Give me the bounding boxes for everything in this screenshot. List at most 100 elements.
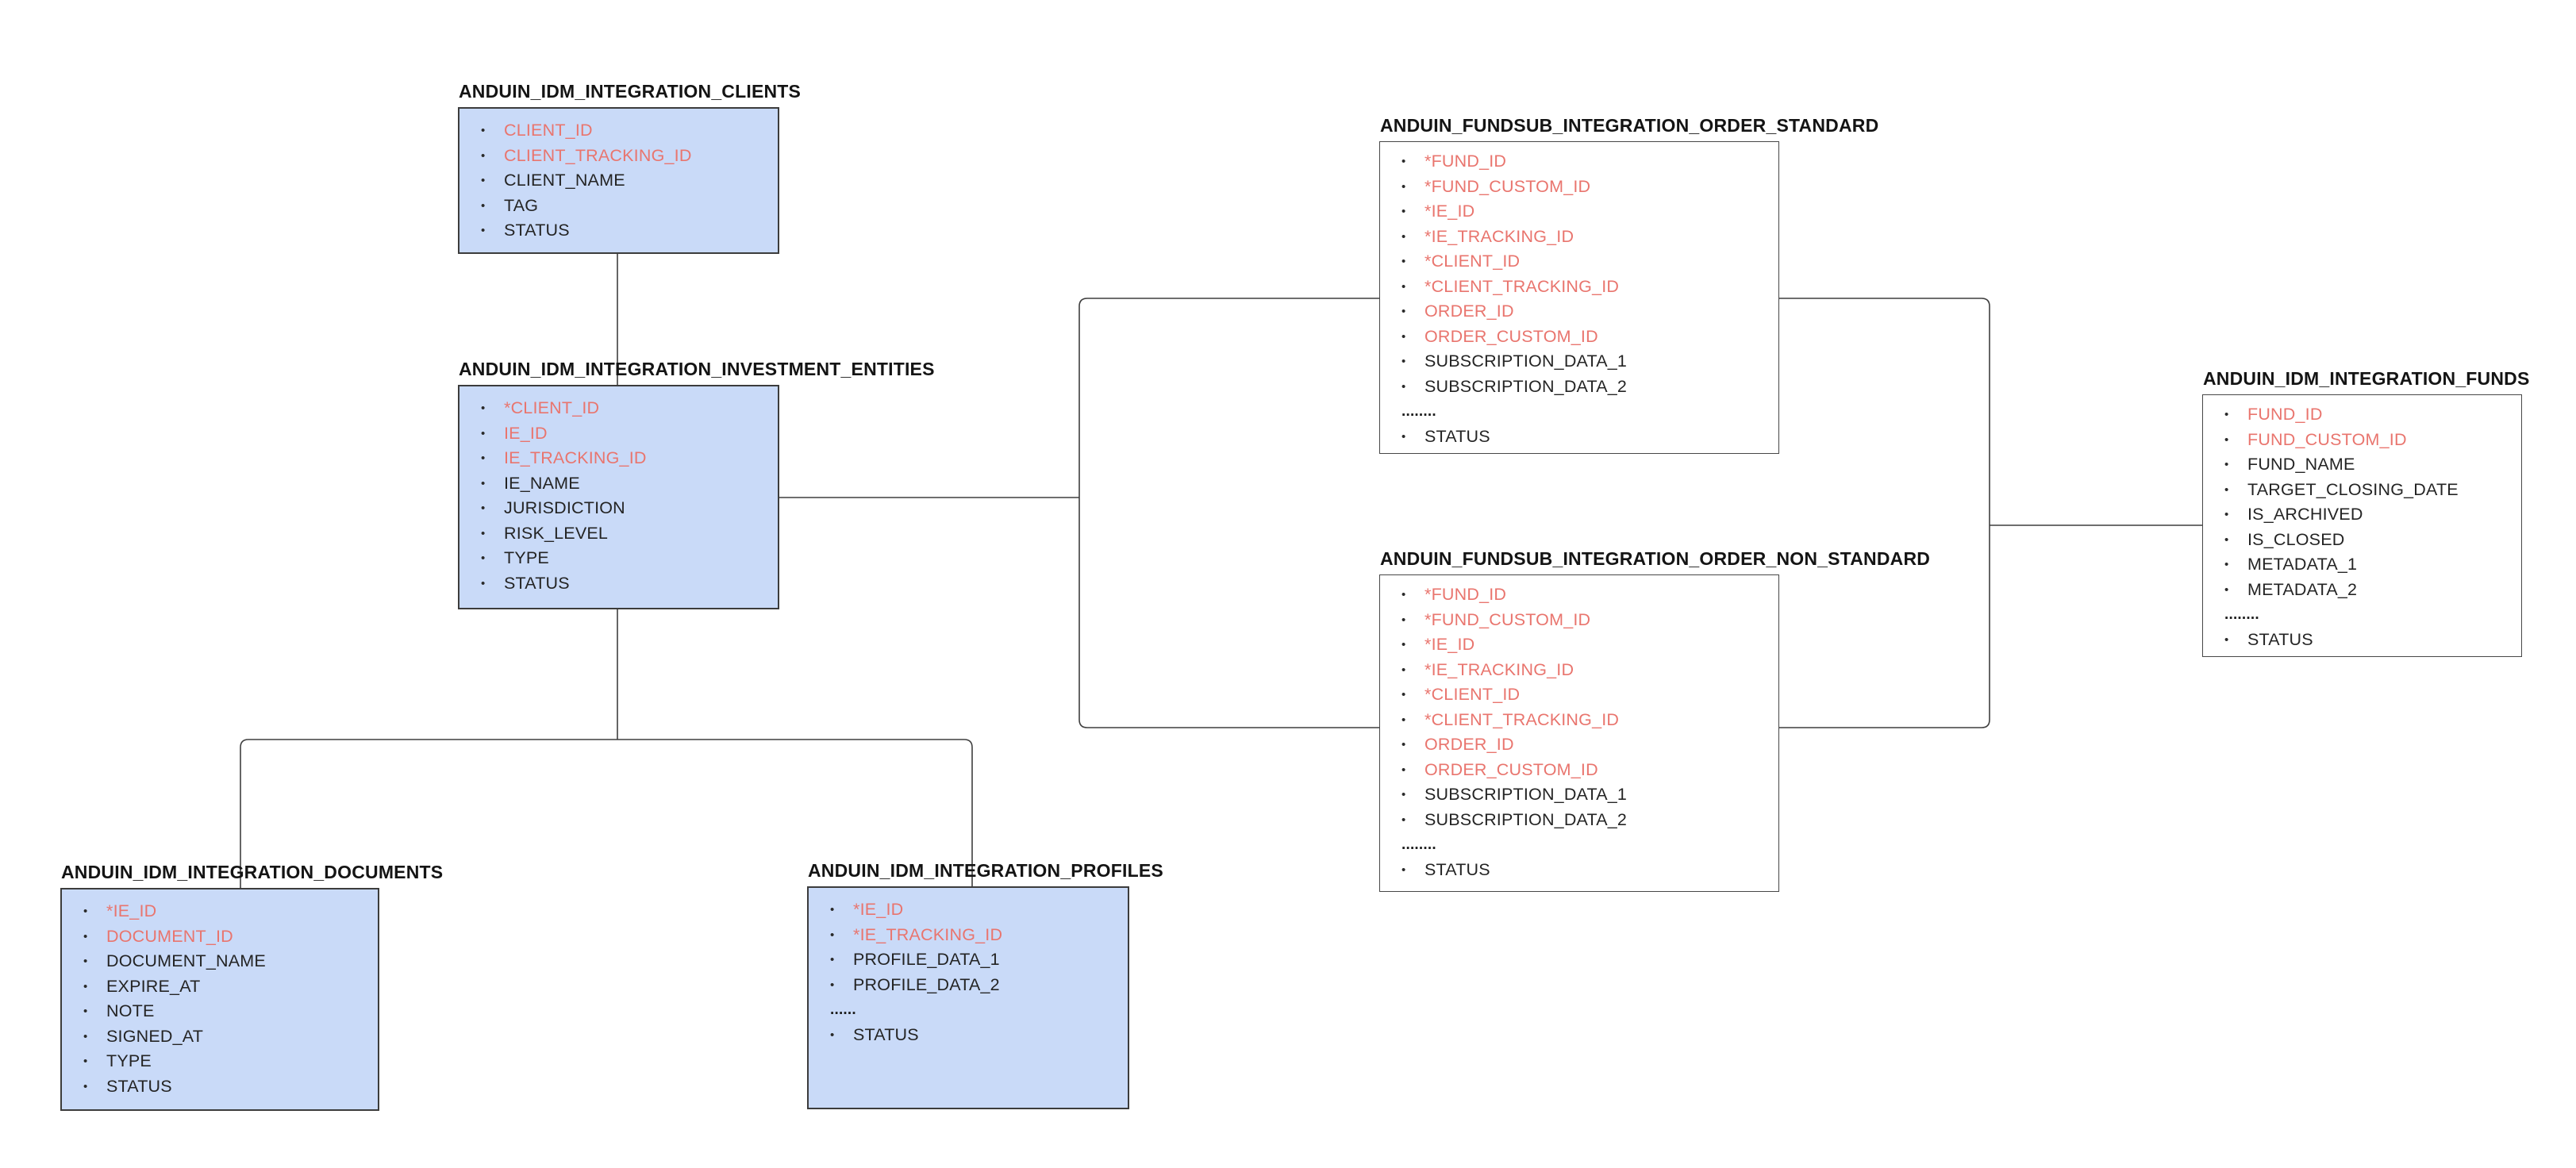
field-name: STATUS — [504, 221, 570, 240]
bullet-icon: • — [481, 426, 486, 440]
field-row: • STATUS — [459, 571, 778, 597]
table-anduin-idm-integration-profiles[interactable]: ANDUIN_IDM_INTEGRATION_PROFILES •*IE_ID•… — [807, 860, 1163, 1109]
bullet-icon: • — [1401, 429, 1406, 444]
field-row: •TARGET_CLOSING_DATE — [2203, 478, 2521, 503]
table-anduin-fundsub-integration-order-non-standard[interactable]: ANDUIN_FUNDSUB_INTEGRATION_ORDER_NON_STA… — [1379, 548, 1930, 892]
table-box: •FUND_ID•FUND_CUSTOM_ID•FUND_NAME•TARGET… — [2202, 394, 2522, 657]
table-title: ANDUIN_IDM_INTEGRATION_FUNDS — [2203, 368, 2530, 389]
field-row: •*IE_ID — [1380, 632, 1778, 658]
bullet-icon: • — [1401, 205, 1406, 219]
field-name: CLIENT_NAME — [504, 171, 625, 190]
bullet-icon: • — [481, 224, 486, 238]
field-row: • ORDER_ID — [1380, 299, 1778, 325]
field-row: •ORDER_CUSTOM_ID — [1380, 758, 1778, 783]
table-title: ANDUIN_IDM_INTEGRATION_DOCUMENTS — [61, 862, 444, 882]
field-row: •IS_CLOSED — [2203, 528, 2521, 553]
field-name: ...... — [830, 1001, 856, 1018]
bullet-icon: • — [481, 476, 486, 490]
table-title: ANDUIN_FUNDSUB_INTEGRATION_ORDER_NON_STA… — [1380, 548, 1931, 569]
field-row: •*FUND_ID — [1380, 582, 1778, 608]
field-row: •ORDER_CUSTOM_ID — [1380, 325, 1778, 350]
field-name: STATUS — [1424, 859, 1490, 879]
table-anduin-idm-integration-investment-entities[interactable]: ANDUIN_IDM_INTEGRATION_INVESTMENT_ENTITI… — [458, 359, 934, 609]
field-name: *CLIENT_ID — [504, 398, 600, 418]
field-name: FUND_ID — [2247, 405, 2323, 425]
field-name: *IE_ID — [1424, 635, 1475, 655]
bullet-icon: • — [83, 905, 88, 919]
field-name: METADATA_1 — [2247, 555, 2358, 574]
field-row: •FUND_ID — [2203, 402, 2521, 428]
table-box: •*FUND_ID•*FUND_CUSTOM_ID•*IE_ID•*IE_TRA… — [1379, 574, 1779, 892]
field-name: IE_TRACKING_ID — [504, 448, 647, 468]
bullet-icon: • — [830, 928, 835, 942]
field-row: •SUBSCRIPTION_DATA_2 — [1380, 808, 1778, 833]
field-name: STATUS — [2247, 629, 2313, 649]
field-row: •RISK_LEVEL — [459, 521, 778, 547]
table-anduin-idm-integration-clients[interactable]: ANDUIN_IDM_INTEGRATION_CLIENTS •CLIENT_I… — [458, 81, 801, 254]
table-anduin-fundsub-integration-order-standard[interactable]: ANDUIN_FUNDSUB_INTEGRATION_ORDER_STANDAR… — [1379, 115, 1878, 454]
field-row: •IE_TRACKING_ID — [459, 446, 778, 471]
field-name: *IE_TRACKING_ID — [853, 924, 1003, 944]
field-name: *CLIENT_ID — [1424, 685, 1521, 705]
field-row: •SIGNED_AT — [62, 1024, 378, 1050]
bullet-icon: • — [1401, 763, 1406, 777]
field-row: • *CLIENT_ID — [459, 396, 778, 421]
field-row: •SUBSCRIPTION_DATA_1 — [1380, 349, 1778, 375]
field-row: •DOCUMENT_ID — [62, 924, 378, 950]
field-name: FUND_NAME — [2247, 455, 2355, 474]
field-name: TYPE — [106, 1051, 152, 1071]
bullet-icon: • — [481, 551, 486, 566]
bullet-icon: • — [1401, 713, 1406, 727]
field-row: •IE_NAME — [459, 471, 778, 497]
field-row: •*CLIENT_TRACKING_ID — [1380, 275, 1778, 300]
field-row: •*FUND_ID — [1380, 149, 1778, 175]
bullet-icon: • — [481, 576, 486, 590]
field-name: SUBSCRIPTION_DATA_1 — [1424, 352, 1628, 371]
field-row: •STATUS — [1380, 425, 1778, 450]
table-anduin-idm-integration-funds[interactable]: ANDUIN_IDM_INTEGRATION_FUNDS •FUND_ID•FU… — [2202, 368, 2529, 657]
field-name: *FUND_CUSTOM_ID — [1424, 176, 1591, 196]
table-anduin-idm-integration-documents[interactable]: ANDUIN_IDM_INTEGRATION_DOCUMENTS •*IE_ID… — [60, 862, 443, 1111]
field-name: SIGNED_AT — [106, 1026, 204, 1046]
field-name: SUBSCRIPTION_DATA_1 — [1424, 785, 1628, 805]
bullet-icon: • — [830, 953, 835, 967]
bullet-icon: • — [481, 402, 486, 416]
bullet-icon: • — [1401, 229, 1406, 244]
field-name: PROFILE_DATA_1 — [853, 950, 1000, 970]
field-name: STATUS — [853, 1024, 919, 1044]
field-name: *IE_ID — [853, 900, 904, 920]
bullet-icon: • — [1401, 688, 1406, 702]
field-row: •ORDER_ID — [1380, 732, 1778, 758]
field-row: • *IE_ID — [809, 897, 1128, 923]
bullet-icon: • — [2224, 458, 2229, 472]
field-name: *IE_TRACKING_ID — [1424, 226, 1574, 246]
field-name: ORDER_ID — [1424, 302, 1514, 321]
field-row: •IE_ID — [459, 421, 778, 447]
field-row: •TYPE — [459, 546, 778, 571]
field-row: •*FUND_CUSTOM_ID — [1380, 175, 1778, 200]
bullet-icon: • — [830, 1028, 835, 1042]
field-name: DOCUMENT_NAME — [106, 951, 266, 971]
field-row: • *IE_TRACKING_ID — [1380, 225, 1778, 250]
bullet-icon: • — [1401, 279, 1406, 294]
ellipsis-row: ........ — [1380, 399, 1778, 425]
bullet-icon: • — [1401, 305, 1406, 319]
field-name: CLIENT_ID — [504, 121, 593, 140]
field-row: •JURISDICTION — [459, 496, 778, 521]
table-title: ANDUIN_IDM_INTEGRATION_PROFILES — [808, 860, 1163, 881]
field-name: STATUS — [504, 573, 570, 593]
bullet-icon: • — [830, 903, 835, 917]
field-name: ORDER_ID — [1424, 735, 1514, 755]
field-name: TAG — [504, 195, 539, 215]
field-row: •FUND_CUSTOM_ID — [2203, 428, 2521, 453]
bullet-icon: • — [1401, 788, 1406, 802]
field-name: FUND_CUSTOM_ID — [2247, 429, 2407, 449]
table-title: ANDUIN_FUNDSUB_INTEGRATION_ORDER_STANDAR… — [1380, 115, 1879, 136]
bullet-icon: • — [481, 501, 486, 516]
field-row: • PROFILE_DATA_1 — [809, 947, 1128, 973]
field-row: • STATUS — [459, 218, 778, 244]
field-row: • FUND_NAME — [2203, 452, 2521, 478]
bullet-icon: • — [2224, 632, 2229, 647]
